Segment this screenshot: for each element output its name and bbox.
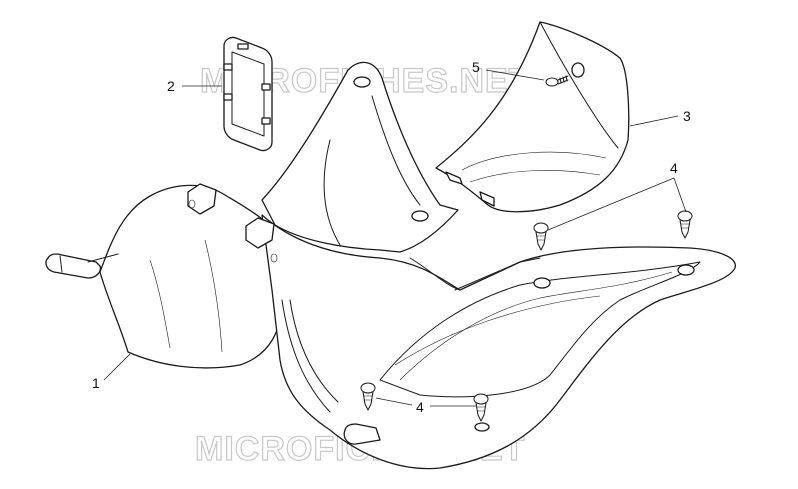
screw-5 xyxy=(545,75,569,87)
screw-4-c xyxy=(360,382,376,411)
bracket-body xyxy=(223,36,273,152)
callout-5: 5 xyxy=(472,59,480,75)
shield-tab-left xyxy=(187,183,217,215)
screw-4-a xyxy=(533,222,549,251)
bracket-clip-2 xyxy=(223,93,233,101)
floorboard xyxy=(261,214,736,470)
callout-2: 2 xyxy=(167,78,175,94)
panel-screw-hole xyxy=(571,62,585,78)
floor-hole-rear xyxy=(677,264,695,276)
floor-hole-front xyxy=(533,277,551,289)
left-hook-clip xyxy=(45,253,102,279)
bracket-clip-4 xyxy=(261,117,271,125)
screw-4-b xyxy=(677,210,693,239)
bracket-clip-1 xyxy=(223,63,233,71)
front-shield xyxy=(99,184,283,369)
panel-tab-left xyxy=(445,171,463,185)
callout-3: 3 xyxy=(683,108,691,124)
bracket-slot-top xyxy=(237,43,249,50)
leader-lines xyxy=(103,69,687,407)
panel-tab-right xyxy=(479,191,495,207)
bracket-clip-3 xyxy=(261,83,271,91)
tunnel-top-hole xyxy=(353,76,371,88)
callout-4-top: 4 xyxy=(670,160,678,176)
tunnel-side-hole xyxy=(411,210,429,222)
shield-tab-right xyxy=(245,217,275,249)
floor-hole-lower xyxy=(474,422,490,432)
screw-4-d xyxy=(473,393,489,422)
callout-1: 1 xyxy=(92,375,100,391)
callout-4-bottom: 4 xyxy=(416,399,424,415)
bottom-clip xyxy=(343,423,381,445)
panel-body xyxy=(435,21,630,213)
part-2-bracket xyxy=(223,36,273,152)
center-tunnel xyxy=(261,61,459,253)
part-3-panel xyxy=(435,21,630,213)
part-1-leg-shield xyxy=(45,61,736,470)
